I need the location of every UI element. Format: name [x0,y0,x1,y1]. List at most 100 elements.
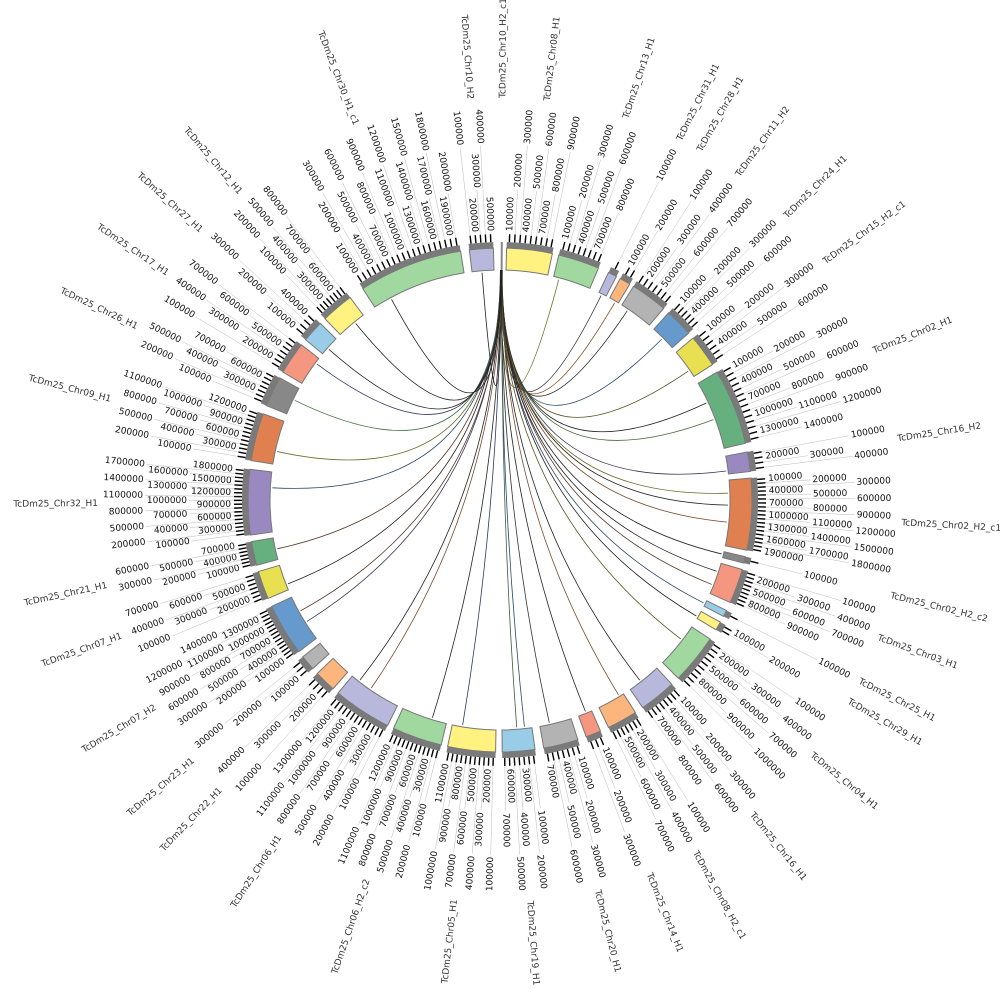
chromosome-name: TcDm25_Chr12_H1 [181,125,244,197]
tick-label: 800000 [358,832,380,868]
tick-leader [618,182,659,263]
chromosome-segment[interactable] [629,667,673,709]
chromosome-tcdm25-chr24-h1[interactable]: 100000200000300000400000500000600000TcDm… [653,154,850,349]
tick-leader [219,613,260,634]
source-chromosome-name: TcDm25_Chr10_H2_c1 [498,0,509,99]
tick-mark [753,548,762,552]
tick-mark [702,335,710,342]
tick-mark [624,267,631,275]
chromosome-segment[interactable] [247,468,273,536]
chromosome-segment[interactable] [250,413,285,465]
tick-label: 100000 [485,856,496,891]
tick-label: 600000 [797,282,831,309]
tick-mark [250,590,259,595]
tick-leader [195,552,240,563]
chromosome-segment[interactable] [661,626,711,679]
chromosome-segment[interactable] [722,551,747,564]
tick-mark [715,354,724,360]
tick-label: 400000 [216,745,248,776]
tick-label: 1100000 [812,518,853,531]
tick-band [245,411,264,461]
chromosome-segment[interactable] [501,727,536,753]
chromosome-segment[interactable] [316,657,349,690]
chromosome-segment[interactable] [362,250,465,308]
chromosome-segment[interactable] [598,693,637,729]
tick-label: 1200000 [364,124,387,165]
tick-mark [576,745,581,754]
chromosome-segment[interactable] [696,610,722,631]
tick-label: 600000 [115,562,151,578]
tick-mark [361,272,367,280]
tick-mark [651,285,658,293]
tick-mark [245,574,254,579]
tick-label: 1800000 [192,460,233,475]
tick-leader [689,686,754,749]
tick-leader [585,205,601,249]
chromosome-segment[interactable] [505,247,553,276]
tick-mark [274,637,283,643]
tick-leader [765,510,855,516]
tick-label: 1100000 [372,167,395,208]
tick-leader [750,379,834,410]
chromosome-tcdm25-chr30-h1-c1[interactable]: 1000002000003000004000005000006000007000… [300,29,465,308]
chromosome-segment[interactable] [598,271,618,297]
tick-leader [697,262,764,323]
tick-band [266,606,299,656]
chromosome-segment[interactable] [302,642,330,670]
tick-mark [254,598,262,603]
chromosome-segment[interactable] [447,724,497,753]
tick-label: 300000 [809,446,845,461]
tick-band [245,541,257,567]
chromosome-segment[interactable] [724,477,753,551]
tick-label: 100000 [137,633,173,656]
chromosome-tcdm25-chr07-h2[interactable]: 1000002000003000004000005000006000007000… [80,596,318,756]
link-ribbon [287,269,501,585]
chromosome-segment[interactable] [250,537,279,566]
tick-mark [459,755,463,764]
tick-mark [282,345,290,352]
chromosome-segment[interactable] [653,312,690,349]
tick-leader [476,189,481,235]
chromosome-tcdm25-chr19-h1[interactable]: 1000002000003000004000005000006000007000… [500,727,550,986]
tick-mark [283,650,291,656]
tick-band [558,249,601,269]
chromosome-segment[interactable] [337,675,399,727]
chromosome-segment[interactable] [709,562,743,604]
tick-label: 700000 [124,600,160,620]
tick-leader [373,215,393,258]
chromosome-tcdm25-chr10-h2[interactable]: 100000200000300000400000500000TcDm25_Chr… [451,13,495,273]
tick-mark [381,261,386,270]
tick-mark [464,755,468,764]
tick-label: 300000 [519,767,532,802]
tick-leader [640,725,689,802]
chromosome-tcdm25-chr32-h1[interactable]: 1000002000003000004000005000006000007000… [12,456,273,552]
chromosome-segment[interactable] [282,344,320,384]
chromosome-segment[interactable] [609,277,631,304]
chromosome-segment[interactable] [553,254,600,289]
chromosome-segment[interactable] [270,596,318,653]
chromosome-segment[interactable] [578,710,602,738]
chromosome-segment[interactable] [304,322,337,355]
chromosome-segment[interactable] [725,451,751,475]
chromosome-segment[interactable] [392,707,447,746]
tick-mark [690,672,698,679]
tick-mark [296,328,304,335]
tick-label: 1400000 [803,412,845,431]
tick-label: 300000 [201,436,237,453]
chromosome-segment[interactable] [621,285,665,326]
chromosome-segment[interactable] [468,247,495,273]
chromosome-segment[interactable] [703,600,728,618]
chromosome-segment[interactable] [265,377,300,415]
tick-mark [422,245,427,254]
chromosome-segment[interactable] [675,337,714,378]
tick-mark [691,321,699,328]
chromosome-segment[interactable] [324,296,364,336]
chromosome-segment[interactable] [539,718,579,749]
tick-leader [601,212,619,255]
chromosome-segment[interactable] [257,564,289,600]
chromosome-name: TcDm25_Chr16_H2 [896,422,982,445]
